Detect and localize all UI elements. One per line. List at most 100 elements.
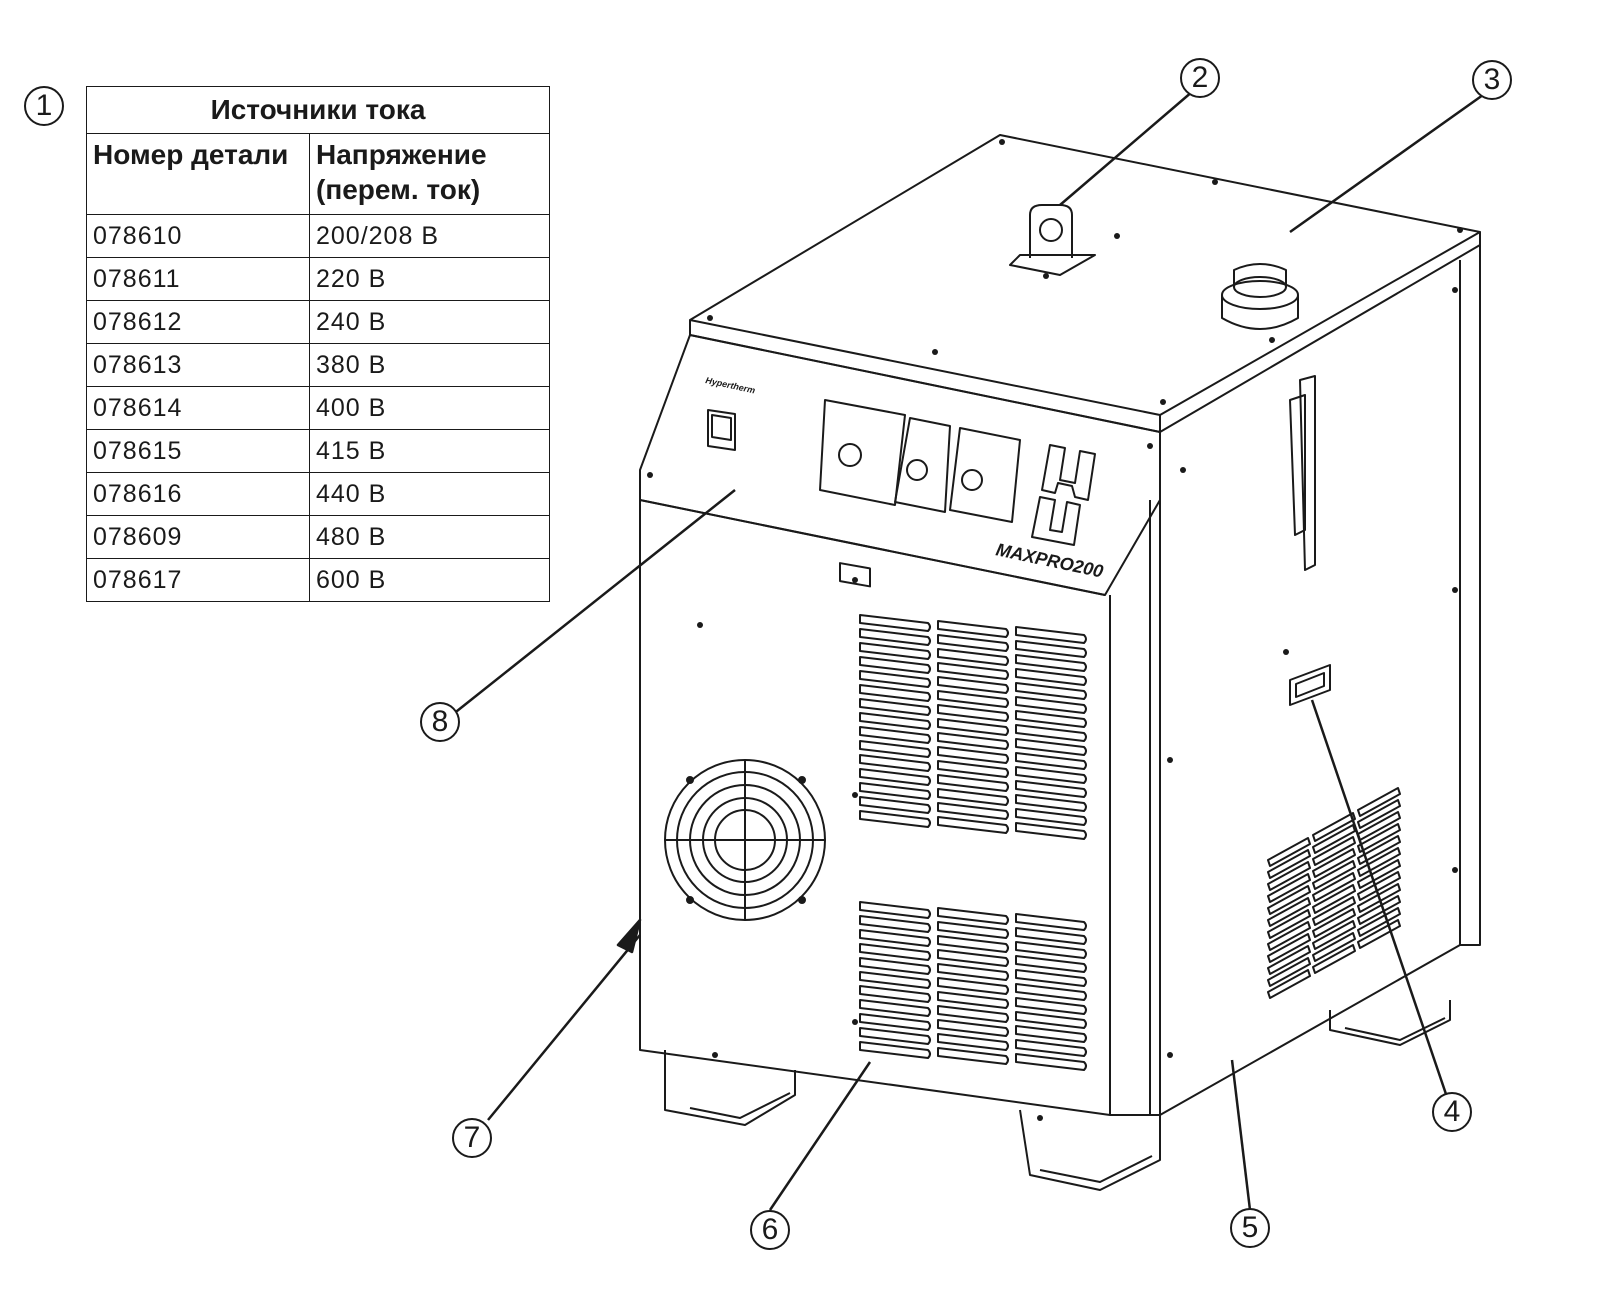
- louver-slot: [859, 782, 931, 800]
- louver-slot: [1015, 1025, 1087, 1043]
- louver-slot: [937, 704, 1009, 722]
- louver-slot: [1015, 780, 1087, 798]
- louver-slot: [1015, 626, 1087, 644]
- side-handle-slot: [1289, 375, 1316, 571]
- louver-slot: [1015, 941, 1087, 959]
- louver-slot: [1267, 945, 1311, 975]
- louver-slot: [937, 816, 1009, 834]
- louver-slot: [1015, 1011, 1087, 1029]
- louver-slot: [1312, 908, 1356, 938]
- louver-slot: [859, 957, 931, 975]
- louver-slot: [1312, 836, 1356, 866]
- machine-feet: [664, 1000, 1451, 1191]
- fan-grille: [664, 759, 826, 921]
- louver-slot: [1015, 794, 1087, 812]
- louver-slot: [1357, 895, 1401, 925]
- louver-slot: [937, 963, 1009, 981]
- louver-slot: [859, 628, 931, 646]
- louver-slot: [1267, 957, 1311, 987]
- louver-slot: [1357, 835, 1401, 865]
- top-panel: [689, 134, 1481, 433]
- louver-slot: [1015, 913, 1087, 931]
- voltage-cell: 440 В: [309, 472, 550, 516]
- callout-5: 5: [1230, 1208, 1270, 1248]
- louver-slot: [1015, 710, 1087, 728]
- louver-slot: [859, 684, 931, 702]
- louver-slot: [1312, 896, 1356, 926]
- louver-slot: [1267, 909, 1311, 939]
- louver-slot: [1267, 849, 1311, 879]
- leader-lines: [451, 84, 1491, 1211]
- voltage-cell: 240 В: [309, 300, 550, 344]
- voltage-cell: 600 В: [309, 558, 550, 602]
- louver-slot: [859, 999, 931, 1017]
- louver-slot: [1312, 824, 1356, 854]
- louver-slot: [1015, 969, 1087, 987]
- louver-slot: [1357, 859, 1401, 889]
- louver-slot: [1312, 944, 1356, 974]
- louver-slot: [937, 977, 1009, 995]
- louver-slot: [1015, 682, 1087, 700]
- louver-slot: [937, 774, 1009, 792]
- louver-slot: [859, 915, 931, 933]
- louver-slot: [1015, 955, 1087, 973]
- louver-slot: [1357, 871, 1401, 901]
- louver-slot: [1267, 873, 1311, 903]
- part-number-cell: 078609: [86, 515, 310, 559]
- louver-slot: [937, 907, 1009, 925]
- louver-slot: [1015, 724, 1087, 742]
- louver-slot: [859, 670, 931, 688]
- louver-slot: [859, 656, 931, 674]
- louver-slot: [1015, 997, 1087, 1015]
- lifting-eye: [1009, 204, 1096, 276]
- louver-slot: [859, 1041, 931, 1059]
- louver-slot: [1267, 969, 1311, 999]
- callout-8: 8: [420, 702, 460, 742]
- louver-slot: [859, 712, 931, 730]
- table-title: Источники тока: [86, 86, 550, 134]
- louver-slot: [859, 901, 931, 919]
- brand-label: Hypertherm: [705, 375, 756, 395]
- louver-slot: [937, 620, 1009, 638]
- header-voltage: Напряжение (перем. ток): [309, 133, 550, 215]
- louver-slot: [1015, 696, 1087, 714]
- louver-slot: [937, 648, 1009, 666]
- louver-slot: [1015, 927, 1087, 945]
- louver-slot: [1015, 766, 1087, 784]
- right-side-panel: [1110, 245, 1481, 1116]
- louver-slot: [937, 676, 1009, 694]
- voltage-cell: 200/208 В: [309, 214, 550, 258]
- louver-slot: [937, 949, 1009, 967]
- louver-slot: [1015, 983, 1087, 1001]
- louver-slot: [1267, 861, 1311, 891]
- louver-slot: [937, 634, 1009, 652]
- louver-slot: [1357, 823, 1401, 853]
- part-number-cell: 078615: [86, 429, 310, 473]
- louver-slot: [937, 662, 1009, 680]
- control-module-1: [819, 399, 906, 588]
- louver-slot: [937, 1047, 1009, 1065]
- callout-6: 6: [750, 1210, 790, 1250]
- coolant-cap: [1221, 263, 1299, 330]
- voltage-cell: 220 В: [309, 257, 550, 301]
- louver-slot: [859, 642, 931, 660]
- louver-slot: [859, 943, 931, 961]
- louver-slot: [1267, 933, 1311, 963]
- screws: [647, 139, 1463, 1121]
- louver-slot: [859, 985, 931, 1003]
- louver-slot: [937, 1033, 1009, 1051]
- brand-logo-mark: [1031, 444, 1096, 546]
- louver-slot: [1312, 860, 1356, 890]
- louver-slot: [1357, 799, 1401, 829]
- front-vent-louvers: [859, 614, 1087, 1071]
- louver-slot: [1312, 920, 1356, 950]
- louver-slot: [937, 718, 1009, 736]
- power-supply-table: Источники тока Номер детали Напряжение (…: [86, 86, 550, 602]
- callout-7: 7: [452, 1118, 492, 1158]
